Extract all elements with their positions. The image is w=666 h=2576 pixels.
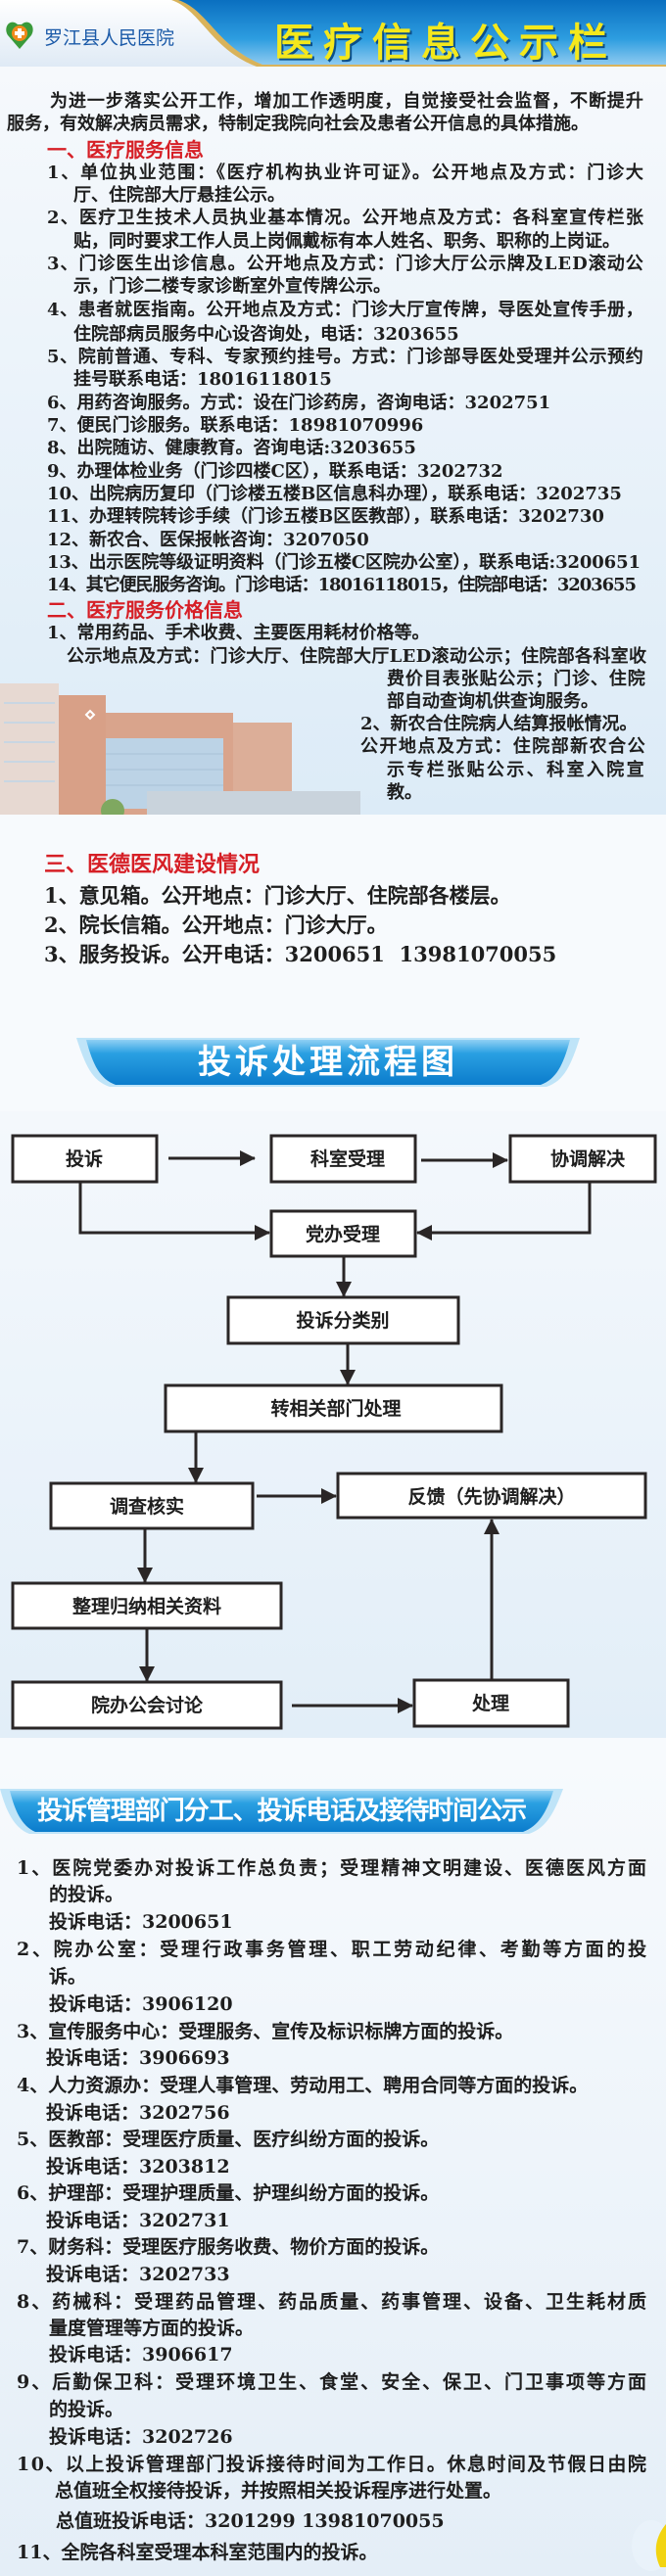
hospital-cross-icon: [84, 709, 96, 721]
list-item: 教。: [387, 782, 422, 803]
intro-line: 为进一步落实公开工作，增加工作透明度，自觉接受社会监督，不断提升: [50, 91, 644, 112]
node-label: 转相关部门处理: [270, 1397, 401, 1420]
complaint-background: [0, 1762, 666, 2576]
list-item: 6、护理部：受理护理质量、护理纠纷方面的投诉。: [17, 2182, 440, 2204]
list-item: 3、宣传服务中心：受理服务、宣传及标识标牌方面的投诉。: [17, 2021, 514, 2042]
node-label: 协调解决: [550, 1147, 626, 1170]
hospital-building-image: [0, 683, 360, 815]
list-item: 11、办理转院转诊手续（门诊五楼B区医教部），联系电话：3202730: [47, 506, 604, 527]
list-item: 4、患者就医指南。公开地点及方式：门诊大厅宣传牌，导医处宣传手册，: [47, 300, 644, 320]
list-item: 8、药械科：受理药品管理、药品质量、药事管理、设备、卫生耗材质: [17, 2291, 648, 2313]
list-item: 住院部病员服务中心设咨询处，电话：3203655: [73, 324, 459, 345]
complaint-title-banner: [0, 1789, 563, 1834]
list-item: 的投诉。: [49, 2399, 124, 2420]
list-item: 1、常用药品、手术收费、主要医用耗材价格等。: [47, 623, 430, 643]
list-item: 2、院办公室：受理行政事务管理、职工劳动纪律、考勤等方面的投: [17, 1939, 649, 1960]
duty-phone: 总值班投诉电话：3201299 13981070055: [56, 2510, 445, 2532]
list-item: 总值班全权接待投诉，并按照相关投诉程序进行处置。: [55, 2480, 502, 2502]
list-item: 14、其它便民服务咨询。门诊电话：18016118015，住院部电话：32036…: [47, 575, 637, 595]
complaint-phone: 投诉电话：3202726: [49, 2426, 233, 2448]
complaint-phone: 投诉电话：3202733: [46, 2264, 230, 2285]
list-item: 7、财务科：受理医疗服务收费、物价方面的投诉。: [17, 2236, 440, 2258]
complaint-phone: 投诉电话：3906617: [49, 2344, 233, 2365]
list-item: 8、出院随访、健康教育。咨询电话:3203655: [47, 438, 416, 458]
node-label: 反馈（先协调解决）: [407, 1485, 575, 1508]
arrow: [78, 1182, 270, 1241]
list-item: 4、人力资源办：受理人事管理、劳动用工、聘用合同等方面的投诉。: [17, 2075, 589, 2096]
node-complaint: [11, 1134, 159, 1184]
node-classify: [226, 1295, 460, 1345]
node-coordinate: [508, 1134, 657, 1184]
list-item: 厅、住院部大厅悬挂公示。: [73, 185, 285, 206]
list-item: 5、院前普通、专科、专家预约挂号。方式：门诊部导医处受理并公示预约: [47, 347, 644, 367]
list-item: 的投诉。: [49, 1884, 124, 1905]
list-item: 3、服务投诉。公开电话：3200651 13981070055: [44, 942, 557, 966]
node-investigate: [49, 1481, 255, 1530]
flower-decoration-icon: [632, 2520, 666, 2571]
node-label: 处理: [471, 1692, 509, 1714]
page-title: 医疗信息公示栏: [274, 21, 617, 66]
complaint-title: 投诉管理部门分工、投诉电话及接待时间公示: [37, 1797, 527, 1826]
list-item: 贴，同时要求工作人员上岗佩戴标有本人姓名、职务、职称的上岗证。: [73, 231, 620, 252]
node-party: [269, 1209, 417, 1258]
list-item: 7、便民门诊服务。联系电话：18981070996: [47, 415, 424, 436]
complaint-phone: 投诉电话：3200651: [49, 1911, 233, 1933]
complaint-phone: 投诉电话：3202731: [46, 2210, 230, 2231]
list-item: 9、办理体检业务（门诊四楼C区），联系电话：3202732: [47, 461, 503, 482]
list-item: 示，门诊二楼专家诊断室外宣传牌公示。: [73, 276, 391, 297]
complaint-phone: 投诉电话：3202756: [46, 2102, 230, 2124]
header-banner: [0, 0, 666, 67]
list-item: 2、新农合住院病人结算报帐情况。: [360, 714, 638, 734]
node-label: 投诉: [66, 1147, 103, 1170]
complaint-phone: 投诉电话：3203812: [46, 2156, 230, 2178]
list-item: 10、以上投诉管理部门投诉接待时间为工作日。休息时间及节假日由院: [17, 2454, 648, 2475]
flow-title: 投诉处理流程图: [198, 1043, 458, 1082]
complaint-phone: 投诉电话：3906693: [46, 2047, 230, 2069]
section-heading: 二、医疗服务价格信息: [47, 598, 243, 622]
intro-line: 服务，有效解决病员需求，特制定我院向社会及患者公开信息的具体措施。: [7, 114, 589, 134]
list-item: 1、意见箱。公开地点：门诊大厅、住院部各楼层。: [44, 883, 511, 908]
flow-title-banner: [76, 1038, 580, 1087]
list-item: 1、单位执业范围：《医疗机构执业许可证》。公开地点及方式：门诊大: [47, 163, 645, 183]
list-item: 5、医教部：受理医疗质量、医疗纠纷方面的投诉。: [17, 2129, 440, 2150]
list-item: 3、门诊医生出诊信息。公开地点及方式：门诊大厅公示牌及LED滚动公: [47, 254, 644, 274]
node-meeting: [11, 1680, 283, 1730]
list-item: 9、后勤保卫科：受理环境卫生、食堂、安全、保卫、门卫事项等方面: [17, 2371, 648, 2393]
complaint-flowchart: 投诉 科室受理 协调解决 党办受理 投诉分类别 转相关部门处理 调查核实 反馈（…: [11, 1134, 657, 1730]
list-item: 2、医疗卫生技术人员执业基本情况。公开地点及方式：各科室宣传栏张: [47, 208, 645, 228]
node-label: 科室受理: [310, 1147, 385, 1170]
list-item: 量度管理等方面的投诉。: [49, 2318, 255, 2339]
list-item: 公示地点及方式：门诊大厅、住院部大厅LED滚动公示；住院部各科室收: [67, 646, 647, 667]
list-item: 10、出院病历复印（门诊楼五楼B区信息科办理），联系电话：3202735: [47, 484, 622, 504]
list-item: 挂号联系电话：18016118015: [73, 369, 332, 390]
list-item: 费价目表张贴公示；门诊、住院: [387, 669, 646, 689]
node-label: 党办受理: [306, 1223, 380, 1245]
section-heading: 三、医德医风建设情况: [44, 852, 261, 877]
node-feedback: [336, 1472, 647, 1520]
section-heading: 一、医疗服务信息: [47, 138, 204, 162]
list-item: 12、新农合、医保报帐咨询：3207050: [47, 530, 369, 550]
hospital-name: 罗江县人民医院: [44, 27, 175, 49]
hospital-logo-icon: [6, 22, 33, 49]
info-background: [0, 67, 666, 815]
complaint-phone: 投诉电话：3906120: [49, 1993, 233, 2015]
node-dept: [269, 1134, 417, 1184]
list-item: 13、出示医院等级证明资料（门诊五楼C区院办公室），联系电话:3200651: [47, 552, 641, 573]
list-item: 1、医院党委办对投诉工作总负责；受理精神文明建设、医德医风方面: [17, 1857, 648, 1879]
node-label: 调查核实: [110, 1495, 184, 1518]
list-item: 6、用药咨询服务。方式：设在门诊药房，咨询电话：3202751: [47, 393, 551, 413]
node-transfer: [164, 1383, 503, 1433]
node-label: 投诉分类别: [296, 1309, 389, 1332]
list-item: 11、全院各科室受理本科室范围内的投诉。: [17, 2542, 378, 2563]
list-item: 诉。: [49, 1966, 87, 1988]
list-item: 示专栏张贴公示、科室入院宣: [387, 760, 646, 780]
node-label: 整理归纳相关资料: [72, 1595, 221, 1617]
node-label: 院办公会讨论: [91, 1694, 204, 1716]
arrow: [416, 1182, 592, 1241]
list-item: 2、院长信箱。公开地点：门诊大厅。: [44, 913, 388, 937]
list-item: 公开地点及方式：住院部新农合公: [360, 736, 647, 757]
list-item: 部自动查询机供查询服务。: [387, 691, 598, 712]
